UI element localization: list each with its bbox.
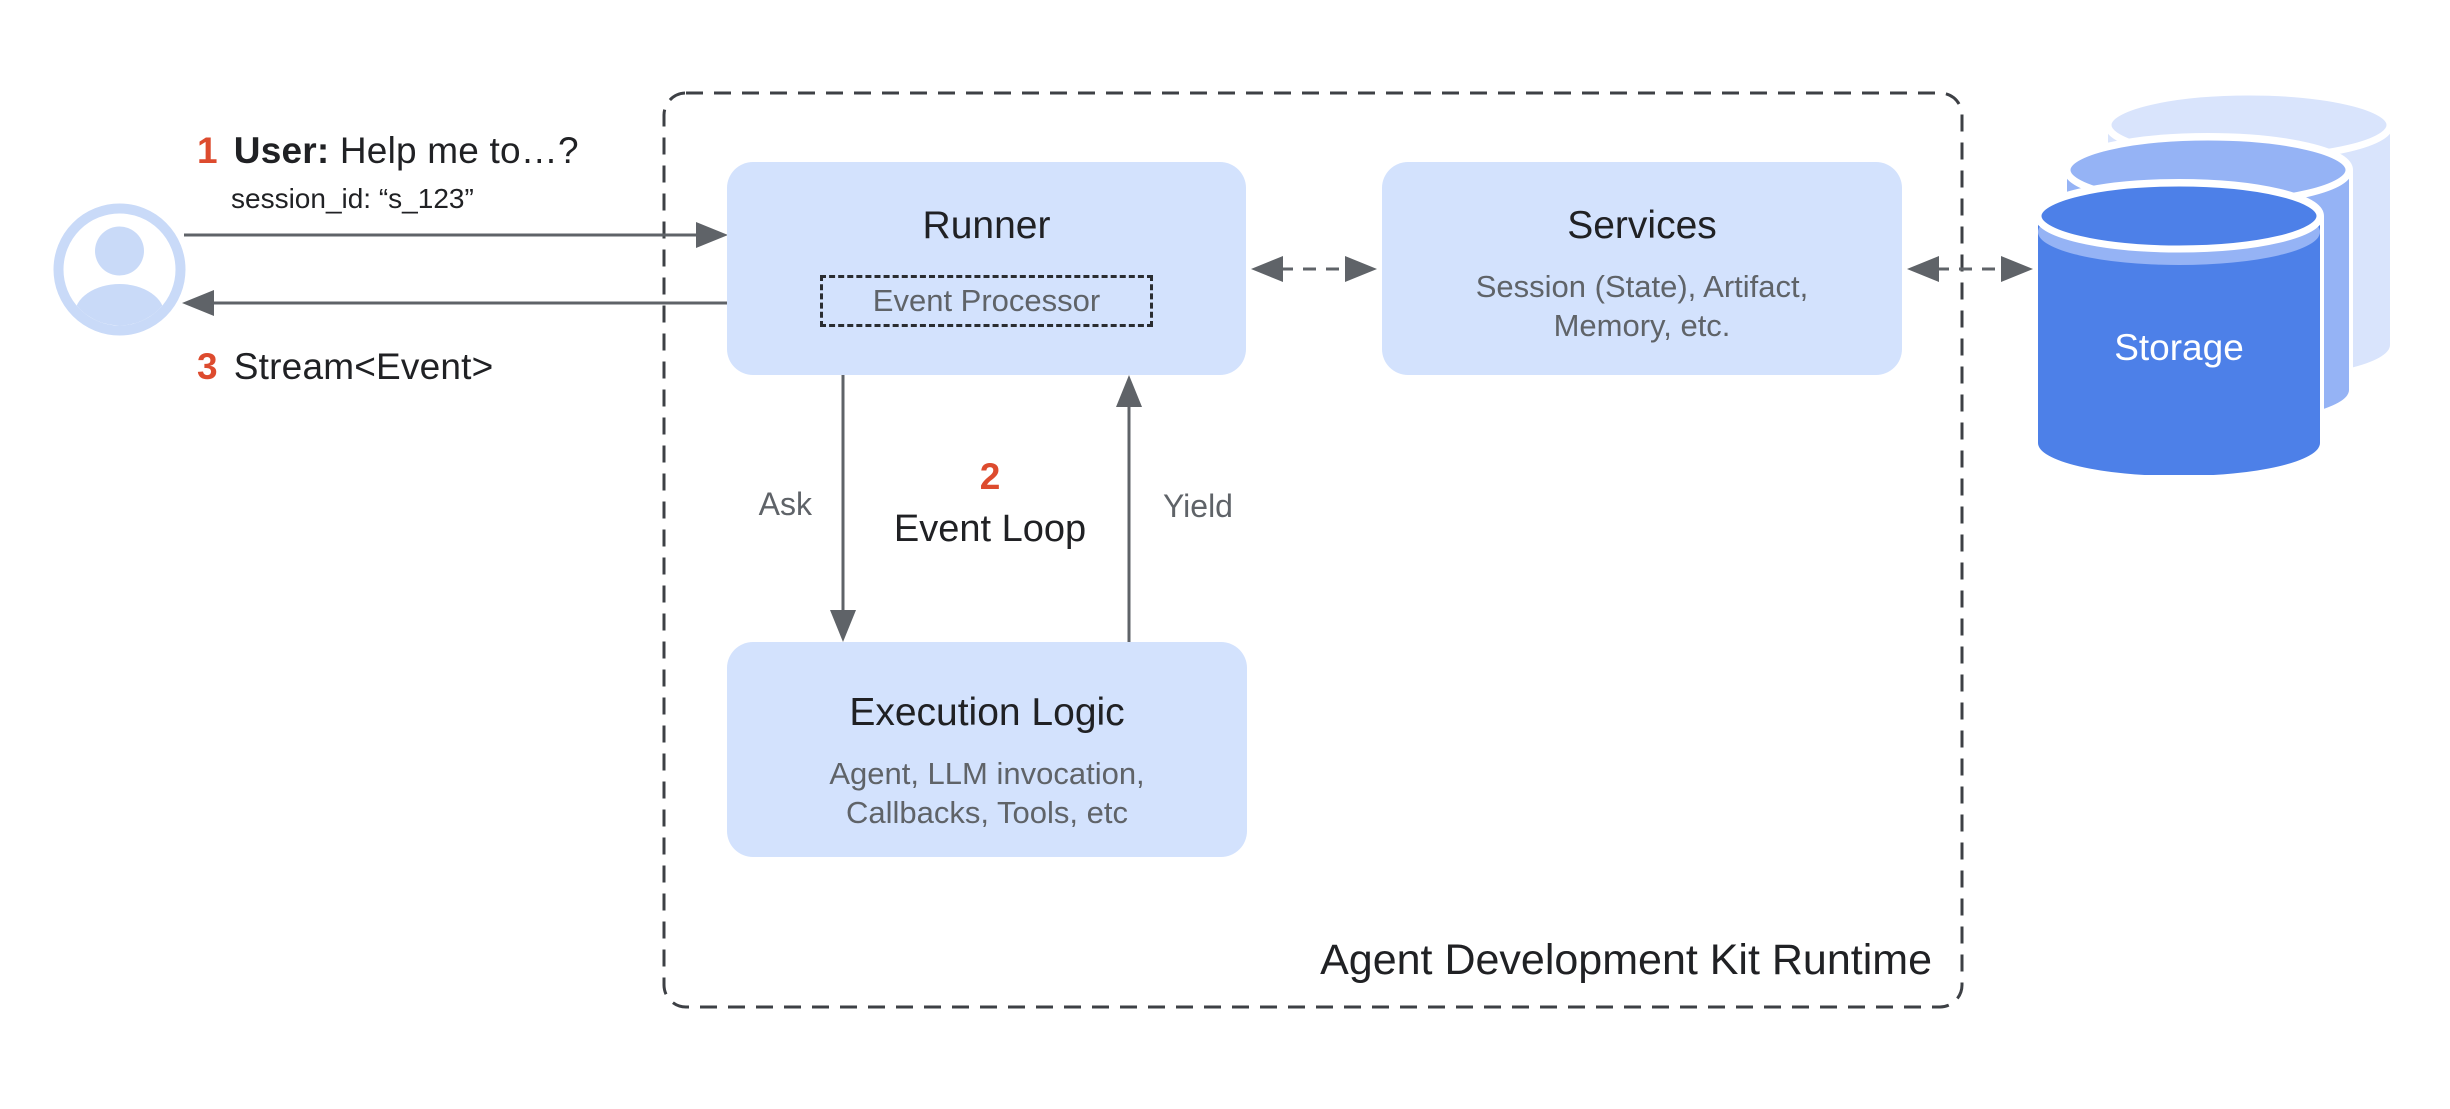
execution-logic-title: Execution Logic bbox=[849, 691, 1125, 734]
step3-number: 3 bbox=[197, 346, 218, 387]
runner-title: Runner bbox=[922, 204, 1051, 247]
step3-stream-response: 3 Stream<Event> bbox=[197, 346, 493, 388]
user-to-runner-arrow bbox=[184, 222, 728, 248]
event-processor-node: Event Processor bbox=[820, 275, 1153, 327]
execution-subtitle-line2: Callbacks, Tools, etc bbox=[845, 795, 1128, 830]
step1-number: 1 bbox=[197, 130, 218, 171]
step1-user-label: User: bbox=[233, 130, 330, 171]
user-avatar-icon bbox=[53, 203, 186, 336]
ask-label: Ask bbox=[758, 486, 812, 522]
session-id-text: session_id: “s_123” bbox=[231, 183, 474, 214]
ask-arrow bbox=[830, 375, 856, 642]
services-title: Services bbox=[1567, 204, 1717, 247]
runner-services-arrow bbox=[1251, 256, 1377, 282]
step1-user-request: 1 User: Help me to…? bbox=[197, 130, 579, 172]
services-subtitle-line1: Session (State), Artifact, bbox=[1475, 269, 1809, 304]
step1-text: Help me to…? bbox=[339, 130, 579, 171]
services-subtitle-line2: Memory, etc. bbox=[1553, 308, 1731, 343]
step3-text: Stream<Event> bbox=[233, 346, 494, 387]
runner-node: Runner Event Processor bbox=[727, 162, 1246, 375]
event-loop-step-number: 2 bbox=[979, 456, 1001, 497]
services-storage-arrow bbox=[1907, 256, 2033, 282]
runtime-boundary-label: Agent Development Kit Runtime bbox=[1320, 936, 1932, 984]
storage-label: Storage bbox=[2114, 327, 2244, 368]
storage-cylinder-front: Storage bbox=[2034, 179, 2324, 475]
execution-logic-node: Execution Logic Agent, LLM invocation, C… bbox=[727, 642, 1247, 857]
yield-label: Yield bbox=[1163, 488, 1233, 524]
services-node: Services Session (State), Artifact, Memo… bbox=[1382, 162, 1902, 375]
runner-to-user-arrow bbox=[182, 290, 727, 316]
event-processor-label: Event Processor bbox=[872, 283, 1101, 318]
yield-arrow bbox=[1116, 375, 1142, 642]
runtime-boundary-border bbox=[662, 91, 1964, 1009]
execution-subtitle-line1: Agent, LLM invocation, bbox=[829, 756, 1145, 791]
event-loop-label: Event Loop bbox=[893, 508, 1087, 550]
storage-database-icon: Storage bbox=[2034, 88, 2394, 475]
